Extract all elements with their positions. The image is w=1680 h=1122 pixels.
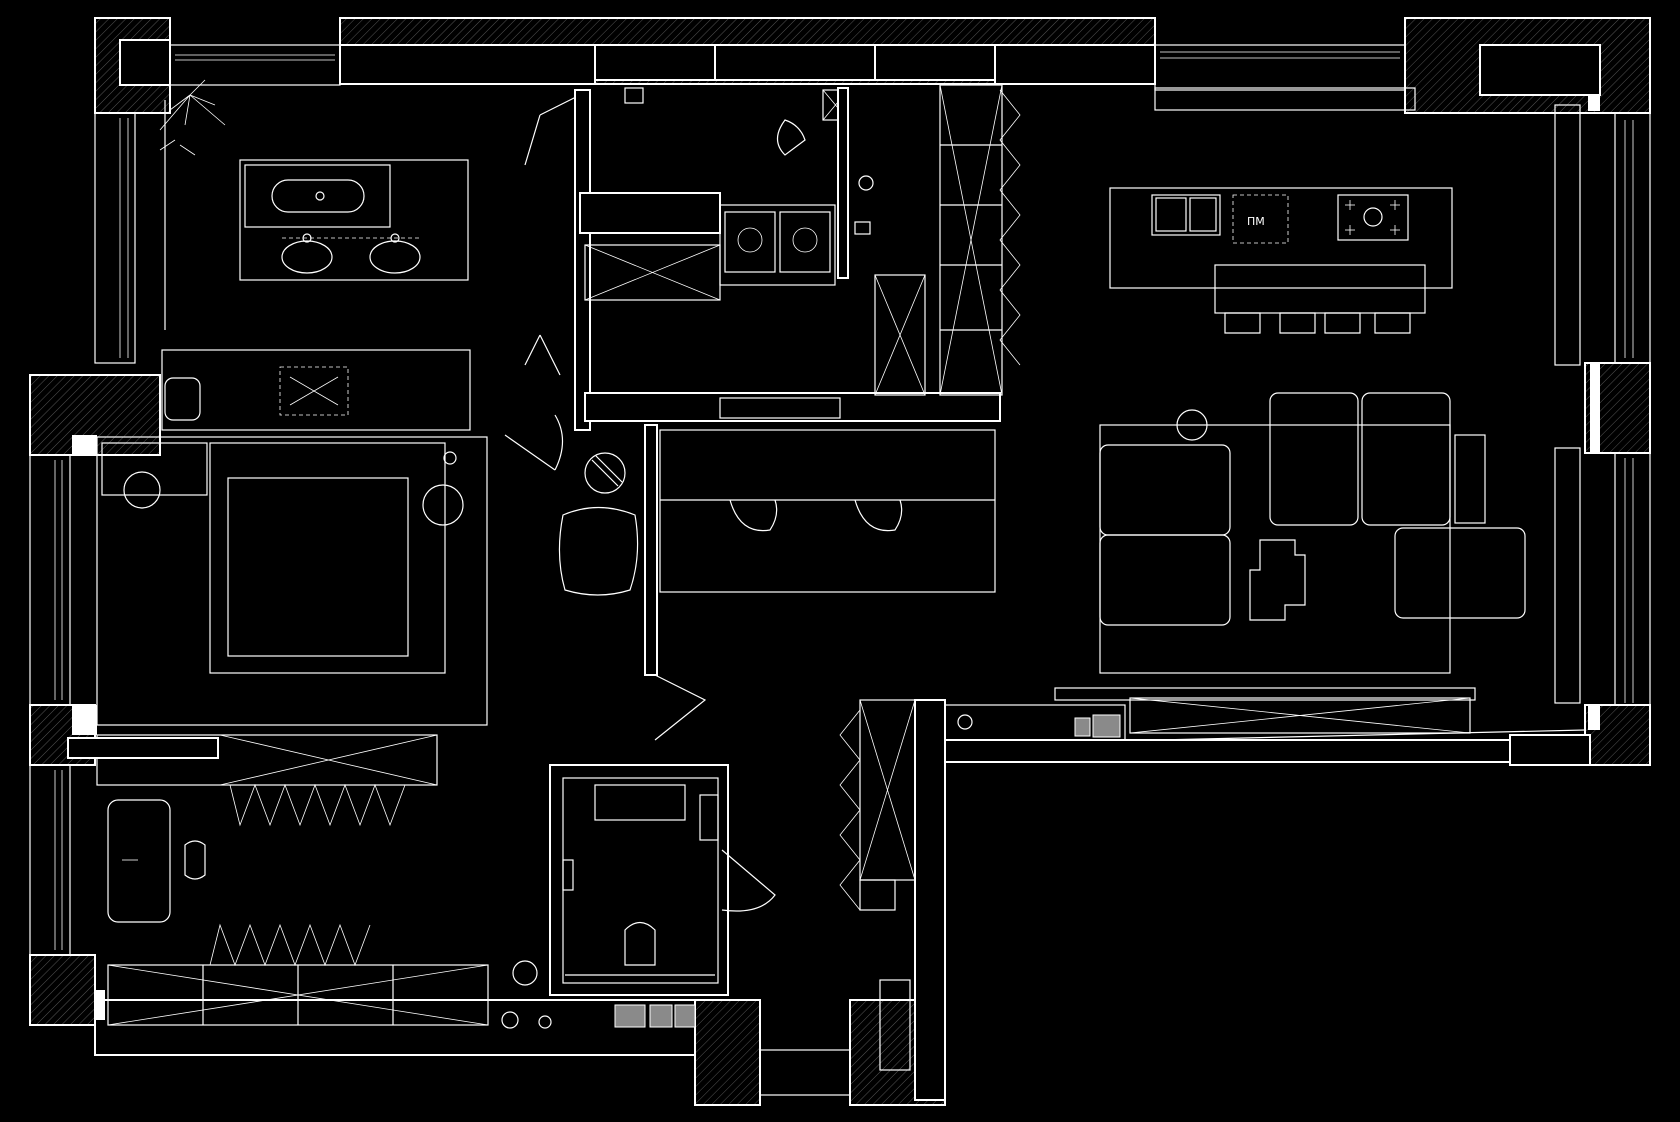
structural-columns bbox=[72, 96, 1600, 1020]
study bbox=[107, 799, 538, 1026]
bedroom bbox=[67, 436, 488, 827]
kitchen: ПМ bbox=[1109, 87, 1581, 704]
laundry bbox=[579, 87, 1001, 422]
guest-bathroom bbox=[501, 764, 776, 1029]
living-room bbox=[1054, 392, 1526, 734]
hall-cabinet bbox=[839, 699, 916, 1071]
service-strip bbox=[944, 704, 1126, 741]
plant-icon bbox=[159, 79, 226, 156]
master-bathroom bbox=[159, 79, 471, 431]
hood-label: ПМ bbox=[1247, 215, 1265, 228]
tall-cabinets bbox=[939, 84, 1021, 396]
outer-walls bbox=[29, 17, 1651, 1106]
hall bbox=[504, 89, 996, 741]
